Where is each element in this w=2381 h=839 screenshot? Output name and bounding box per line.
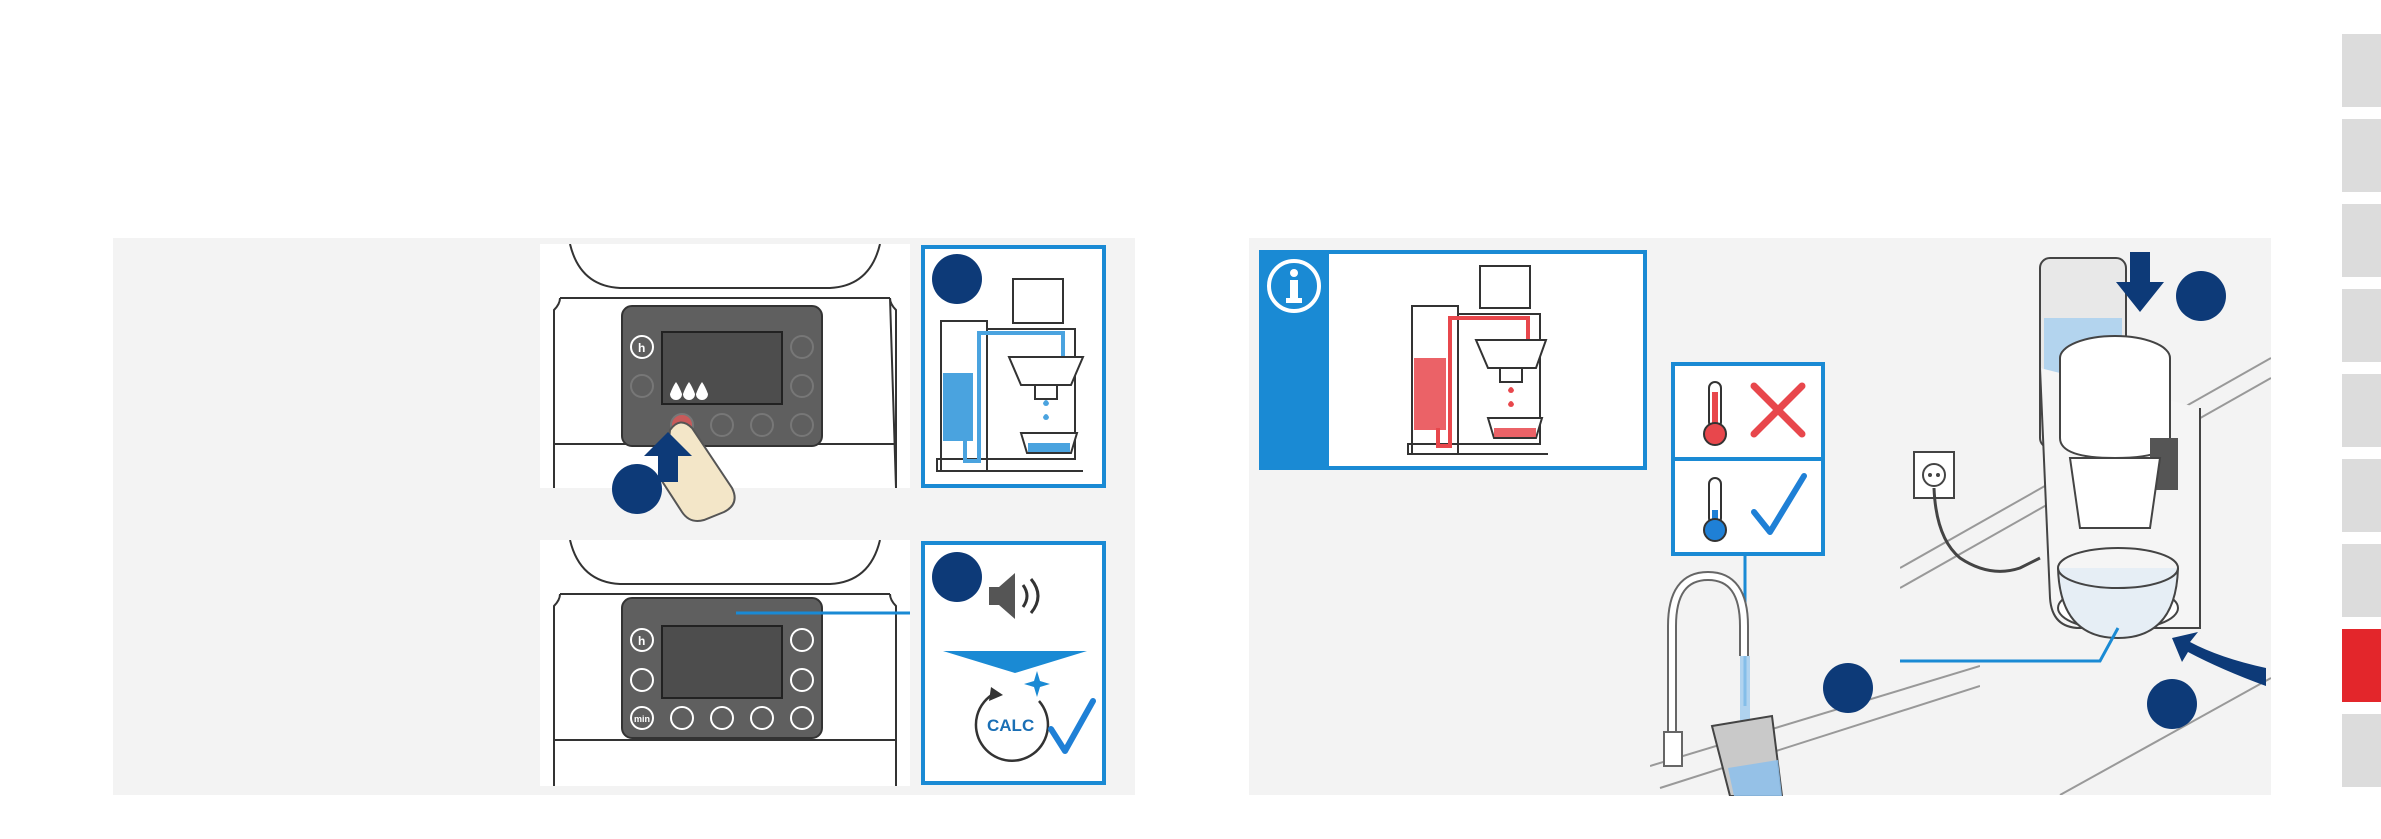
section-tab[interactable] xyxy=(2342,544,2381,617)
section-tab[interactable] xyxy=(2342,204,2381,277)
section-tab[interactable] xyxy=(2342,374,2381,447)
hot-water-flow-diagram xyxy=(1400,258,1560,462)
water-flow-diagram xyxy=(925,249,1102,484)
coffee-machine-scene xyxy=(1900,238,2271,795)
step-circle xyxy=(612,464,662,514)
section-tab[interactable] xyxy=(2342,289,2381,362)
section-tab[interactable] xyxy=(2342,119,2381,192)
check-icon xyxy=(1748,472,1810,538)
speaker-sound-icon xyxy=(989,573,1038,619)
cross-icon xyxy=(1748,380,1808,440)
calc-label: CALC xyxy=(987,716,1034,735)
check-icon xyxy=(1051,701,1093,751)
cold-thermometer-icon xyxy=(1698,474,1732,544)
section-tab-active[interactable] xyxy=(2342,629,2381,702)
temperature-divider xyxy=(1671,457,1825,461)
info-icon xyxy=(1266,258,1322,314)
machine-control-panel-bottom: h min xyxy=(540,540,910,786)
section-tabs xyxy=(2342,34,2381,799)
calc-complete-diagram: CALC xyxy=(925,545,1102,781)
section-tab[interactable] xyxy=(2342,459,2381,532)
section-tab[interactable] xyxy=(2342,34,2381,107)
svg-text:h: h xyxy=(638,634,645,648)
hot-thermometer-icon xyxy=(1698,378,1732,448)
section-tab[interactable] xyxy=(2342,714,2381,787)
svg-text:min: min xyxy=(634,714,650,724)
calc-complete-icon: CALC xyxy=(976,671,1050,761)
svg-text:h: h xyxy=(638,341,645,355)
curved-arrow-icon xyxy=(2172,632,2266,686)
